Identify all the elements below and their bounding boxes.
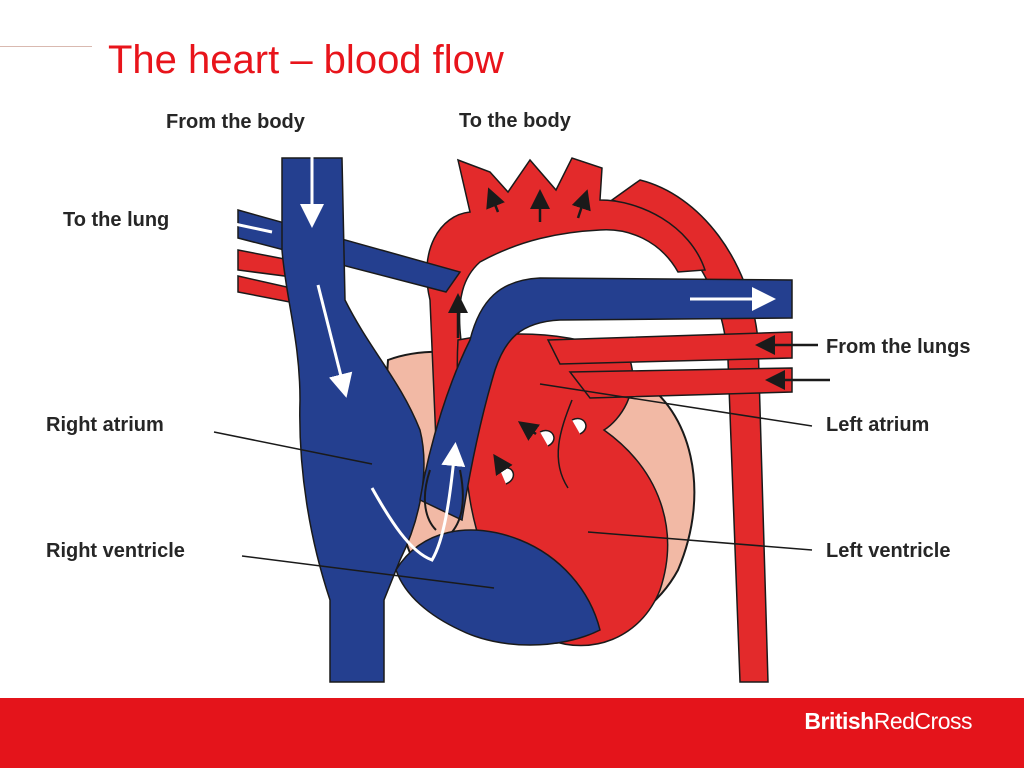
pulmonary-vein-upper bbox=[546, 331, 793, 365]
oxygenated-flow-arrows bbox=[448, 187, 830, 477]
leader-lines bbox=[213, 383, 813, 589]
pulmonary-vein-lower bbox=[568, 367, 793, 399]
label-right-atrium: Right atrium bbox=[46, 414, 164, 436]
tricuspid-valve bbox=[423, 469, 437, 531]
label-right-ventricle: Right ventricle bbox=[46, 540, 185, 562]
label-to-the-lung: To the lung bbox=[63, 209, 170, 231]
label-from-the-lungs: From the lungs bbox=[826, 336, 971, 358]
pulmonary-valve bbox=[451, 469, 464, 533]
deoxygenated-flow-arrows bbox=[210, 146, 776, 562]
brand-part-1: British bbox=[804, 708, 874, 734]
pulmonary-artery-left bbox=[237, 209, 462, 293]
right-atrium-vena-cava bbox=[281, 157, 425, 683]
label-left-atrium: Left atrium bbox=[826, 414, 930, 436]
aortic-arch bbox=[425, 157, 707, 443]
slide-title: The heart – blood flow bbox=[108, 38, 504, 82]
footer-bar: BritishRedCross bbox=[0, 698, 1024, 768]
british-red-cross-logo: BritishRedCross bbox=[804, 708, 972, 735]
label-to-the-body: To the body bbox=[459, 110, 571, 132]
label-left-ventricle: Left ventricle bbox=[826, 540, 951, 562]
mitral-valve-leaflet-1 bbox=[539, 429, 555, 447]
label-from-the-body: From the body bbox=[166, 111, 305, 133]
mitral-valve-leaflet-2 bbox=[571, 417, 587, 435]
brand-part-2: RedCross bbox=[873, 708, 973, 734]
mitral-valve-chord bbox=[557, 399, 573, 489]
title-rule bbox=[0, 46, 92, 47]
right-ventricle bbox=[395, 529, 601, 646]
heart-diagram bbox=[210, 146, 830, 683]
